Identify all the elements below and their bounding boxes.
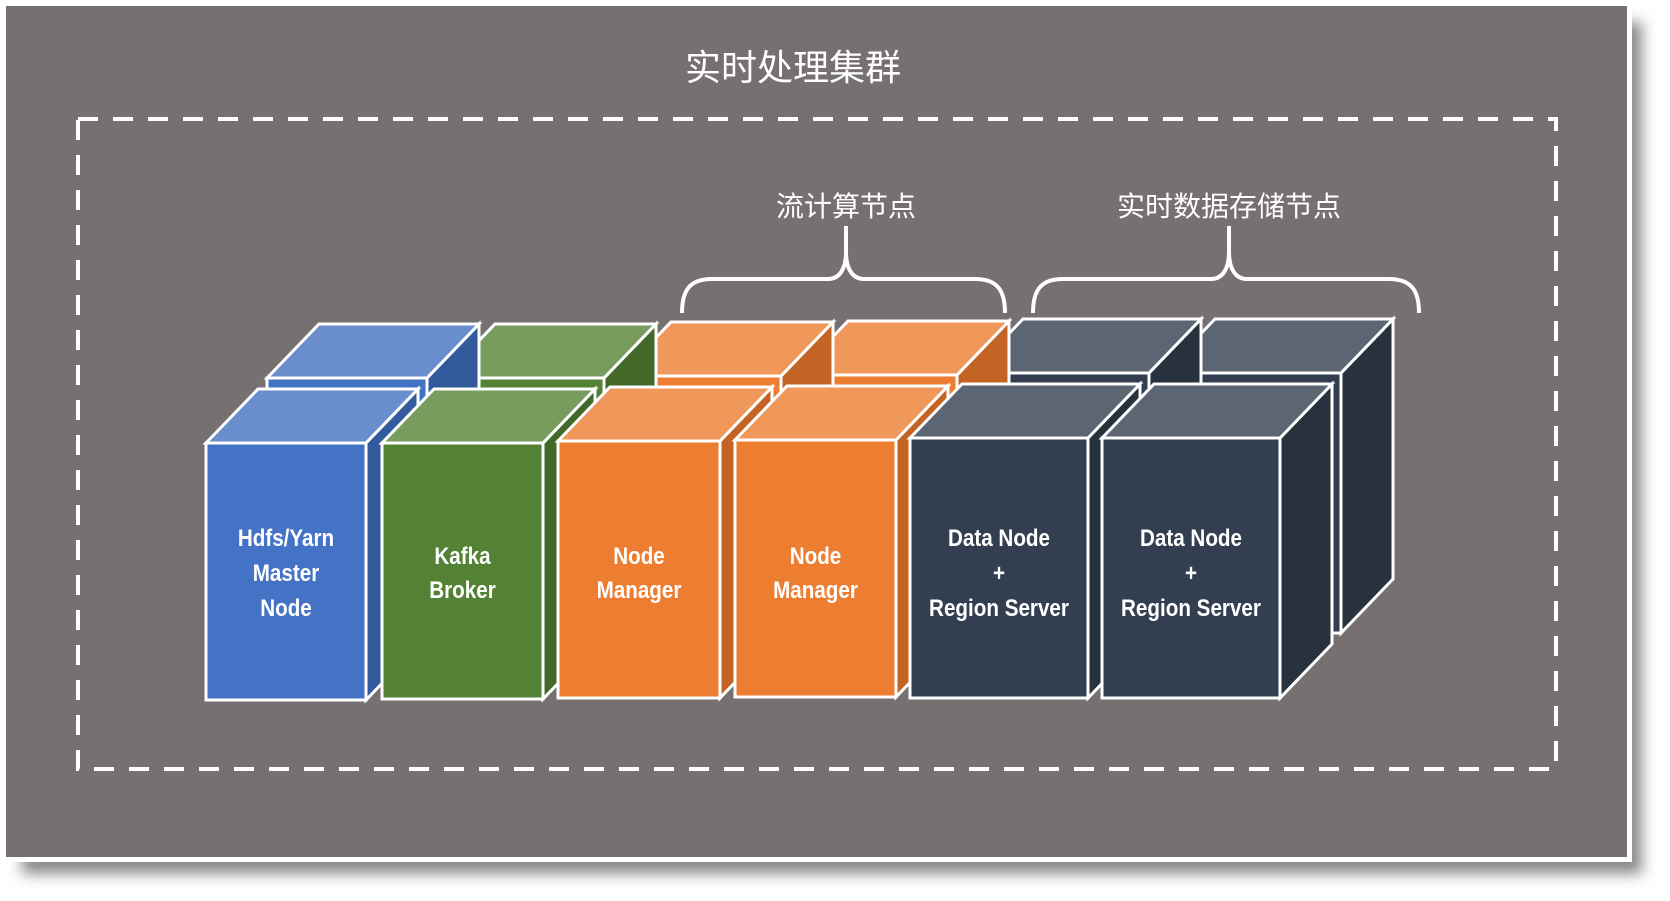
node-box-hdfs-yarn-master-front-face: [204, 441, 368, 702]
node-label-line: Region Server: [929, 595, 1069, 622]
cluster-title: 实时处理集群: [685, 48, 901, 89]
node-label-line: Manager: [773, 577, 858, 604]
node-label-line: Node: [260, 595, 312, 622]
group-label-realtime-storage: 实时数据存储节点: [1117, 190, 1341, 223]
cluster-boundary: [76, 117, 1558, 771]
node-label-line: Hdfs/Yarn: [238, 525, 334, 552]
node-label-line: +: [1185, 560, 1197, 587]
node-label-line: Node: [790, 543, 842, 570]
node-label-line: Data Node: [1140, 525, 1242, 552]
node-label-line: Data Node: [948, 525, 1050, 552]
bracket-stream-compute: [680, 226, 1007, 314]
node-box-kafka-broker-front-face: [380, 441, 545, 701]
node-box-data-node-region-server-2: Data Node + Region Server: [1098, 380, 1336, 702]
node-label-line: Manager: [597, 577, 682, 604]
node-box-data-node-region-server-1-front-face: [908, 436, 1090, 700]
node-label-line: Kafka: [434, 543, 491, 570]
node-label-line: +: [993, 560, 1005, 587]
bracket-realtime-storage: [1031, 226, 1421, 314]
node-box-data-node-region-server-2-front-face: [1100, 436, 1282, 700]
node-label-line: Node: [613, 543, 665, 570]
node-box-node-manager-1-front-face: [556, 439, 722, 700]
group-label-stream-compute: 流计算节点: [776, 190, 916, 223]
node-label-line: Region Server: [1121, 595, 1261, 622]
node-label-line: Master: [253, 560, 320, 587]
node-box-node-manager-2-front-face: [733, 438, 898, 699]
node-boxes: Hdfs/YarnMasterNodeKafkaBrokerNodeManage…: [202, 315, 1397, 704]
node-label-line: Broker: [429, 577, 496, 604]
